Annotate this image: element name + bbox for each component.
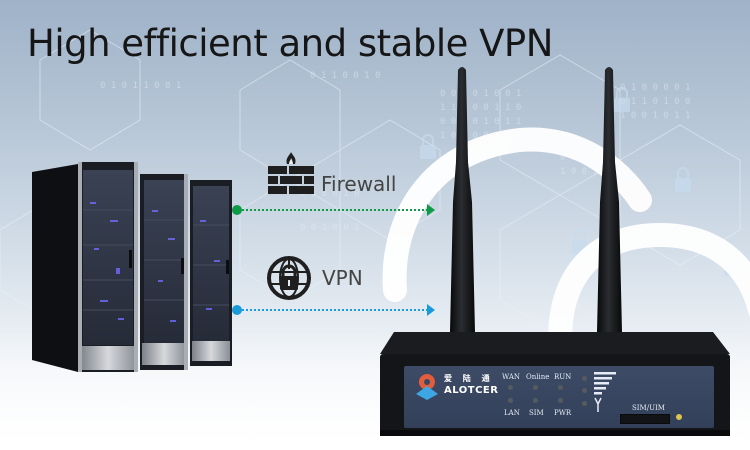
feature-label-firewall: Firewall	[321, 172, 397, 196]
led-label-run: RUN	[554, 373, 572, 381]
svg-text:1 0 0 1 0 1 1: 1 0 0 1 0 1 1	[620, 111, 690, 121]
svg-text:1 1 0 0 0 1 1 0: 1 1 0 0 0 1 1 0	[440, 103, 521, 113]
led-run	[558, 385, 563, 390]
brand-name: ALOTCER	[444, 385, 499, 396]
svg-text:0 1 0 0 1 0: 0 1 0 0 1 0	[300, 189, 360, 199]
led-label-pwr: PWR	[554, 409, 572, 417]
vpn-globe-lock-icon	[267, 256, 311, 300]
svg-text:0 0 1 0 0 1: 0 0 1 0 0 1	[300, 223, 360, 233]
svg-text:0 1 0 1 1 0 0 1: 0 1 0 1 1 0 0 1	[100, 81, 181, 91]
led-signal-2	[582, 388, 587, 393]
page-title: High efficient and stable VPN	[27, 22, 553, 65]
arrow-right-icon	[427, 204, 435, 216]
antenna-right	[597, 67, 622, 332]
arrow-right-icon	[427, 304, 435, 316]
signal-strength-icon	[594, 372, 616, 412]
router-front-panel: 爱 陆 通 ALOTCER WAN Online RUN LAN SIM PWR	[404, 366, 714, 428]
feature-label-vpn: VPN	[322, 266, 363, 290]
svg-text:0 1 1 0 1 0 0: 0 1 1 0 1 0 0	[620, 97, 690, 107]
vpn-connector	[242, 309, 428, 313]
led-pwr	[558, 398, 563, 403]
svg-text:1 0 0 1 0: 1 0 0 1 0	[560, 167, 609, 177]
svg-text:0 1 0 0 0 0 1: 0 1 0 0 0 0 1	[620, 83, 690, 93]
led-label-wan: WAN	[502, 373, 521, 381]
svg-text:1 0 1 0 0 1 0 1: 1 0 1 0 0 1 0 1	[440, 131, 521, 141]
svg-text:0 1 1 0 0 1 0: 0 1 1 0 0 1 0	[310, 71, 380, 81]
svg-text:0 0 0 0 1 0 0 1: 0 0 0 0 1 0 0 1	[440, 89, 521, 99]
connector-start-dot	[232, 205, 242, 215]
led-online	[533, 385, 538, 390]
server-rack-icon	[32, 162, 232, 372]
led-signal-3	[582, 401, 587, 406]
led-wan	[508, 385, 513, 390]
reset-button[interactable]	[676, 414, 682, 420]
connector-start-dot	[232, 305, 242, 315]
led-label-lan: LAN	[504, 409, 520, 417]
led-lan	[508, 398, 513, 403]
led-signal-1	[582, 376, 587, 381]
led-label-sim: SIM	[529, 409, 544, 417]
svg-text:0 0 1 0 1 0 1 1: 0 0 1 0 1 0 1 1	[440, 117, 521, 127]
sim-slot-label: SIM/UIM	[632, 404, 665, 412]
sim-card-slot[interactable]	[620, 414, 670, 424]
firewall-icon	[268, 152, 314, 194]
brand-chinese: 爱 陆 通	[444, 374, 494, 383]
led-label-online: Online	[526, 373, 550, 381]
antenna-left	[450, 67, 475, 332]
alotcer-logo-icon	[416, 374, 438, 400]
firewall-connector	[242, 209, 428, 213]
led-sim	[533, 398, 538, 403]
